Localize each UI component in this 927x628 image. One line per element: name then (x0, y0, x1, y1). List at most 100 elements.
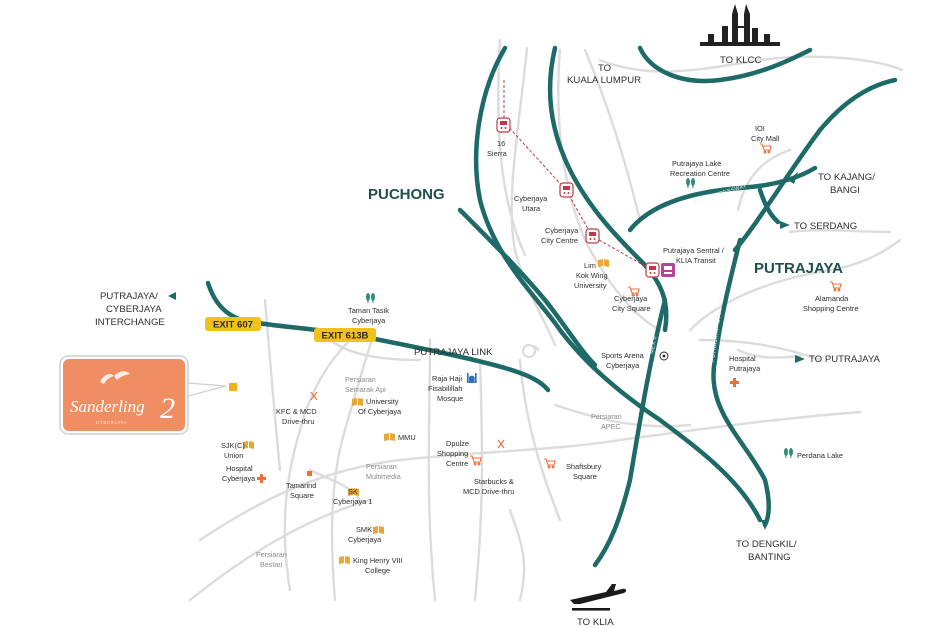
alamanda-1: Alamanda (815, 294, 849, 303)
book-icon (339, 556, 350, 564)
tamarind-marker (307, 471, 312, 476)
shopping-cart-icon (830, 281, 842, 292)
city-square-1: Cyberjaya (614, 294, 648, 303)
highway-mex-ii (592, 297, 668, 568)
kfc-2: Drive-thru (282, 417, 314, 426)
book-icon (243, 441, 254, 449)
hospital-icons (257, 378, 739, 483)
sports-arena-2: Cyberjaya (606, 361, 640, 370)
exit-607-label: EXIT 607 (213, 320, 253, 331)
minor-roads (188, 38, 904, 602)
lake-recreation-2: Recreation Centre (670, 169, 730, 178)
shopping-icons (470, 143, 842, 469)
hospital-putrajaya-2: Putrajaya (729, 364, 761, 373)
ball-icon (659, 351, 669, 361)
university-cyberjaya-1: University (366, 397, 399, 406)
mosque-icon (467, 373, 477, 383)
site-marker[interactable] (229, 383, 237, 391)
cross-icon (730, 378, 739, 387)
arrow-interchange (168, 292, 176, 300)
street-apec-2: APEC (601, 422, 621, 431)
airplane-icon (570, 584, 627, 611)
street-apec-1: Persiaran (591, 412, 622, 421)
direction-labels: TO KLCC TO KUALA LUMPUR TO KAJANG/ BANGI… (95, 55, 880, 628)
to-klia: TO KLIA (577, 617, 614, 628)
to-dengkil-1: TO DENGKIL/ (736, 539, 797, 550)
station-16-sierra-2: Sierra (487, 149, 508, 158)
tree-icon (784, 448, 793, 458)
sports-arena-1: Sports Arena (601, 351, 645, 360)
starbucks-2: MCD Drive-thru (463, 487, 514, 496)
interchange-1: PUTRAJAYA/ (100, 291, 158, 302)
to-klcc: TO KLCC (720, 55, 761, 66)
taman-tasik-1: Taman Tasik (348, 306, 389, 315)
sanderling-logo[interactable]: Sanderling 2 CYBERJAYA (59, 355, 227, 435)
street-multimedia-2: Multimedia (366, 472, 401, 481)
smk-2: Cyberjaya (348, 535, 382, 544)
highway-kl (547, 45, 669, 333)
roundabout (521, 343, 537, 359)
dpulze-2: Shopping (437, 449, 468, 458)
logo-tagline: CYBERJAYA (96, 420, 127, 425)
street-multimedia-1: Persiaran (366, 462, 397, 471)
alamanda-2: Shopping Centre (803, 304, 858, 313)
klia-transit-rail (503, 80, 653, 271)
to-putrajaya: TO PUTRAJAYA (809, 354, 880, 365)
highway-klcc (637, 45, 813, 84)
smk-1: SMK (356, 525, 372, 534)
arrow-dengkil (761, 520, 769, 530)
king-henry-2: College (365, 566, 390, 575)
twin-towers-icon (700, 4, 780, 46)
to-kl-2: KUALA LUMPUR (567, 75, 641, 86)
raja-haji-1: Raja Haji (432, 374, 462, 383)
book-icon (384, 433, 395, 441)
sjkc-1: SJK(C) (221, 441, 245, 450)
shaftsbury-1: Shaftsbury (566, 462, 602, 471)
street-names: Persiaran Semarak Api Persiaran Multimed… (256, 375, 622, 569)
street-semarak-2: Semarak Api (345, 385, 386, 394)
street-bestari-1: Persiaran (256, 550, 287, 559)
sjkc-2: Union (224, 451, 243, 460)
train-icon[interactable] (559, 182, 574, 198)
station-sentral-2: KLIA Transit (676, 256, 716, 265)
tree-icon (366, 293, 375, 303)
mmu: MMU (398, 433, 416, 442)
interchange-2: CYBERJAYA (106, 304, 162, 315)
exit-607-sign: EXIT 607 (205, 317, 261, 331)
logo-number: 2 (160, 392, 175, 425)
dpulze-1: Dpulze (446, 439, 469, 448)
to-kl-1: TO (598, 63, 611, 74)
train-stations (496, 117, 675, 278)
raja-haji-2: Fisabilillah (428, 384, 463, 393)
ioi-2: City Mall (751, 134, 780, 143)
shopping-cart-icon (544, 458, 556, 469)
kfc-1: KFC & MCD (276, 407, 317, 416)
taman-tasik-2: Cyberjaya (352, 316, 386, 325)
cutlery-icon (310, 391, 318, 401)
hospital-cyberjaya-2: Cyberjaya (222, 474, 256, 483)
starbucks-1: Starbucks & (474, 477, 514, 486)
logo-name: Sanderling (70, 397, 145, 416)
school-icons (243, 259, 609, 564)
shopping-cart-icon (628, 286, 640, 297)
train-icon[interactable] (585, 228, 600, 244)
bird-icon (100, 371, 130, 384)
university-cyberjaya-2: Of Cyberjaya (358, 407, 402, 416)
highway-kajang (732, 77, 898, 253)
hospital-cyberjaya-1: Hospital (226, 464, 253, 473)
klia-transit-icon[interactable] (661, 263, 675, 277)
book-icon (598, 259, 609, 267)
exit-613b-label: EXIT 613B (322, 331, 369, 342)
arrow-putrajaya (795, 355, 805, 363)
train-icon[interactable] (496, 117, 511, 133)
station-city-centre-2: City Centre (541, 236, 578, 245)
station-utara-2: Utara (522, 204, 541, 213)
station-16-sierra-1: 16 (497, 139, 505, 148)
to-kajang-1: TO KAJANG/ (818, 172, 875, 183)
limkokwing-2: Kok Wing (576, 271, 608, 280)
king-henry-1: King Henry VIII (353, 556, 403, 565)
perdana-lake: Perdana Lake (797, 451, 843, 460)
train-icon[interactable] (645, 262, 660, 278)
